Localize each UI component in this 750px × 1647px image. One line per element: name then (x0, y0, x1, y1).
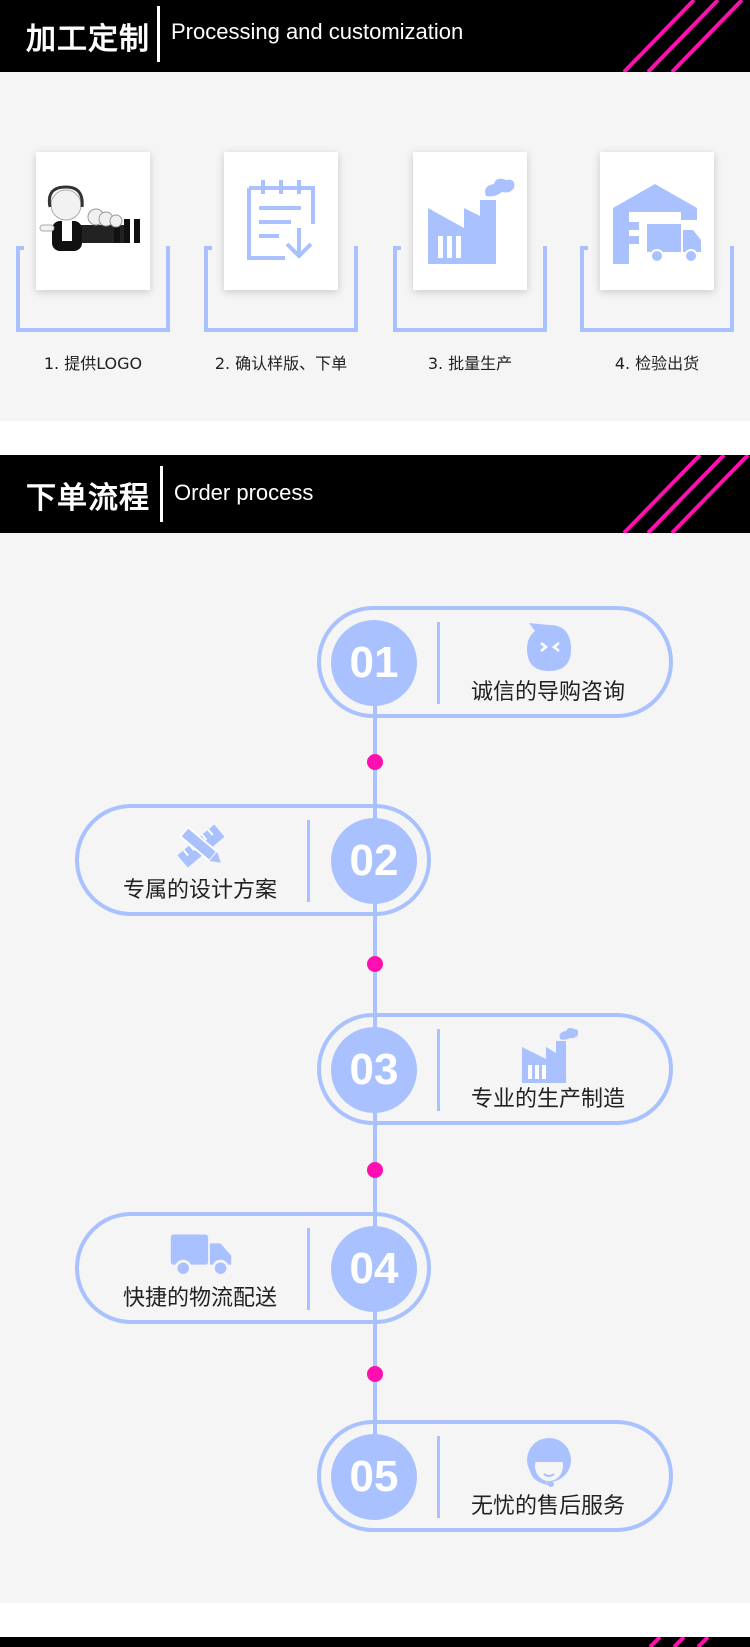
next-section-header (0, 1637, 750, 1647)
header-processing: 加工定制 Processing and customization (0, 0, 750, 72)
step-label: 诚信的导购咨询 (470, 680, 625, 705)
step-number: 04 (331, 1226, 417, 1312)
custom-step-2: 2. 确认样版、下单 (204, 140, 374, 380)
step-card (413, 152, 527, 290)
process-step-4: 04 快捷的物流配送 (75, 1212, 431, 1324)
step-divider (437, 1436, 440, 1518)
decorative-stripes-icon (648, 1637, 710, 1647)
process-step-3: 03 专业的生产制造 (317, 1013, 673, 1125)
step-card (600, 152, 714, 290)
custom-step-4: 4. 检验出货 (580, 140, 750, 380)
step-label: 专属的设计方案 (122, 878, 277, 903)
step-number: 01 (331, 620, 417, 706)
step-divider (437, 1029, 440, 1111)
step-number: 03 (331, 1027, 417, 1113)
step-label: 专业的生产制造 (470, 1087, 625, 1112)
decorative-stripes-icon (622, 0, 744, 72)
header-order-process: 下单流程 Order process (0, 455, 750, 533)
custom-step-3: 3. 批量生产 (393, 140, 563, 380)
step-frame (580, 246, 734, 332)
step-label: 快捷的物流配送 (122, 1286, 277, 1311)
step-divider (437, 622, 440, 704)
section-title-cn: 加工定制 (26, 22, 150, 57)
step-frame (204, 246, 358, 332)
step-divider (307, 820, 310, 902)
process-step-1: 01 诚信的导购咨询 (317, 606, 673, 718)
customer-service-people-icon (39, 185, 140, 251)
step-card (36, 152, 150, 290)
step-frame (16, 246, 170, 332)
chat-bubble-icon (517, 620, 581, 676)
factory-icon (517, 1027, 581, 1083)
truck-icon (169, 1226, 233, 1282)
step-label: 4. 检验出货 (614, 354, 700, 373)
timeline-dot (367, 754, 383, 770)
timeline-dot (367, 1162, 383, 1178)
step-frame (393, 246, 547, 332)
clipboard-download-icon (247, 180, 315, 260)
step-label: 3. 批量生产 (427, 354, 513, 373)
step-card (224, 152, 338, 290)
step-divider (307, 1228, 310, 1310)
decorative-stripes-icon (622, 455, 750, 533)
step-number: 05 (331, 1434, 417, 1520)
timeline-dot (367, 956, 383, 972)
pencil-ruler-icon (169, 818, 233, 874)
timeline-dot (367, 1366, 383, 1382)
warehouse-truck-icon (613, 184, 701, 264)
factory-icon (428, 178, 515, 264)
process-step-2: 02 专属的设计方案 (75, 804, 431, 916)
headset-agent-icon (517, 1434, 581, 1490)
header-divider (160, 466, 163, 522)
process-step-5: 05 无忧的售后服务 (317, 1420, 673, 1532)
step-label: 无忧的售后服务 (470, 1494, 625, 1519)
section-title-cn: 下单流程 (26, 481, 150, 516)
section-title-en: Processing and customization (171, 19, 464, 44)
step-label: 2. 确认样版、下单 (214, 354, 348, 373)
section-title-en: Order process (174, 480, 314, 505)
step-number: 02 (331, 818, 417, 904)
step-label: 1. 提供LOGO (43, 354, 143, 373)
header-divider (157, 6, 160, 62)
custom-step-1: 1. 提供LOGO (16, 140, 186, 380)
